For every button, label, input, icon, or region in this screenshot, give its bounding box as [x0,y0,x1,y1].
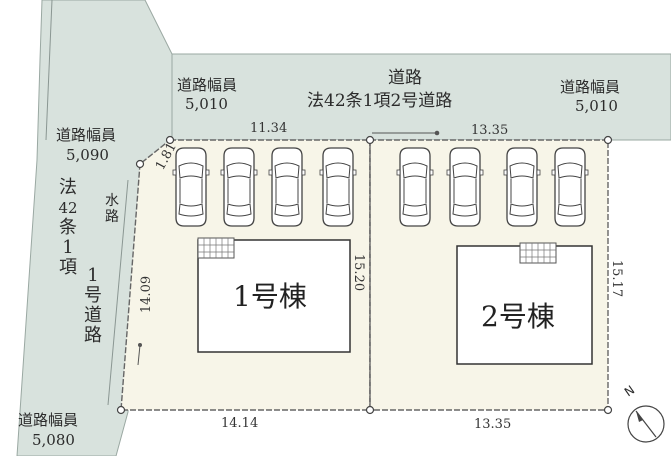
boundary-point [365,405,375,415]
dim-east-lot2: 15.17 [609,259,625,298]
dim-north-lot1: 11.34 [250,121,288,136]
north-road-width-right-label: 道路幅員 [560,78,621,96]
north-road-width-left-value: 5,010 [185,95,228,113]
boundary-point [116,405,126,415]
west-road-width-bottom-label: 道路幅員 [18,411,79,429]
dim-divider: 15.20 [351,253,367,292]
waterway-label: 水路 [105,193,119,225]
boundary-point [135,159,145,169]
parking-car [268,147,306,227]
north-road-width-right-value: 5,010 [575,97,618,115]
dim-north-lot2: 13.35 [471,123,509,138]
compass [627,405,665,443]
boundary-point [603,405,613,415]
parking-car [551,147,589,227]
meter-box-1 [197,237,235,259]
dim-west-lot1: 14.09 [139,275,155,314]
west-road [16,0,173,456]
dim-south-lot1: 14.14 [221,416,259,431]
west-road-edge [45,0,53,141]
waterway-line [107,179,129,406]
dim-south-lot2: 13.35 [474,417,512,432]
gate-marker-point [138,343,142,347]
survey-marker-point [434,130,440,136]
boundary-point [365,135,375,145]
boundary-point [603,135,613,145]
boundary-points [116,135,613,415]
boundary-point [165,135,175,145]
north-road-width-left-label: 道路幅員 [177,76,238,94]
meter-box-2 [519,242,557,264]
gate-marker [137,344,141,366]
north-road-designation: 法42条1項2号道路 [307,91,453,111]
west-road-width-top-label: 道路幅員 [56,126,117,144]
west-road-width-bottom-value: 5,080 [32,431,75,449]
parking-car [172,147,210,227]
parking-car [446,147,484,227]
parking-car [503,147,541,227]
building-1 [197,239,351,353]
west-road-width-top-value: 5,090 [66,146,109,164]
parking-car [396,147,434,227]
building-1-label: 1号棟 [233,280,307,313]
parking-car [319,147,357,227]
north-road-name: 道路 [388,68,422,88]
building-2 [456,245,593,365]
parking-car [220,147,258,227]
building-2-label: 2号棟 [481,300,555,333]
